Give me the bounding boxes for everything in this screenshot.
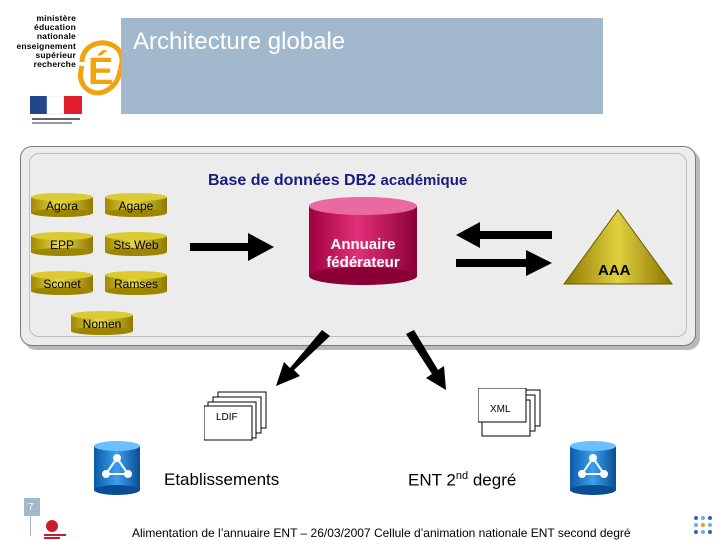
source-stsweb: Sts.Web (104, 231, 168, 257)
annuaire-label: Annuaire fédérateur (308, 236, 418, 272)
document-stack-icon (477, 387, 541, 437)
source-agape: Agape (104, 192, 168, 218)
annuaire-federateur: Annuaire fédérateur (308, 196, 418, 286)
db2-title-suffix: académique (380, 172, 468, 189)
database-network-icon (94, 441, 140, 495)
footer-text: Alimentation de l’annuaire ENT – 26/03/2… (132, 526, 631, 540)
db2-title-main: Base de données DB2 (208, 172, 377, 189)
annuaire-line1: Annuaire (330, 236, 396, 253)
ent-label: ENT 2nd degré (408, 470, 516, 491)
logo-line: éducation (34, 22, 76, 33)
logo-line: enseignement (16, 40, 76, 51)
arrow-down-right-icon (406, 330, 446, 390)
cylinder-icon (31, 193, 93, 217)
source-label: Agora (45, 199, 79, 213)
ministry-logo-text: ministère éducation nationale enseigneme… (10, 13, 76, 70)
republic-flag-icon (30, 96, 82, 124)
page-number: 7 (28, 502, 34, 513)
academy-logo-icon (44, 520, 66, 539)
source-ramses: Ramses (104, 270, 168, 296)
footer-divider (30, 516, 31, 536)
aaa-label: AAA (598, 262, 631, 279)
cylinder-icon (105, 193, 167, 217)
dotted-grid-logo-icon (694, 516, 712, 534)
cylinder-icon (71, 311, 133, 335)
source-sconet: Sconet (30, 270, 94, 296)
source-label: Agape (118, 199, 154, 213)
ldif-label: LDIF (216, 412, 238, 423)
database-network-icon (570, 441, 616, 495)
source-label: Nomen (82, 317, 122, 331)
source-label: Ramses (113, 277, 158, 291)
source-agora: Agora (30, 192, 94, 218)
logo-letter: É (88, 49, 113, 93)
cylinder-icon (105, 232, 167, 256)
cylinder-icon (309, 197, 417, 285)
e-letter-logo-icon: É (77, 40, 125, 96)
annuaire-line2: fédérateur (326, 254, 400, 271)
logo-line: supérieur (35, 49, 76, 60)
logo-line: nationale (36, 31, 76, 42)
ent-label-end: degré (468, 470, 517, 490)
ldif-document: LDIF (203, 390, 268, 442)
arrow-down-left-icon (276, 330, 330, 386)
cylinder-icon (31, 271, 93, 295)
ent-label-sup: nd (455, 470, 469, 482)
db2-panel-inner-border (29, 153, 687, 337)
source-label: EPP (49, 238, 74, 252)
ent-label-main: ENT 2 (408, 470, 456, 490)
etablissements-label: Etablissements (164, 470, 280, 489)
source-epp: EPP (30, 231, 94, 257)
cylinder-icon (105, 271, 167, 295)
logo-line: recherche (33, 59, 76, 70)
page-number-box (24, 498, 40, 516)
triangle-icon (563, 209, 673, 285)
db2-title: Base de données DB2 académique (208, 172, 467, 190)
bidirectional-arrow-icon (456, 222, 552, 276)
source-label: Sts.Web (113, 238, 159, 252)
xml-document: XML (477, 387, 542, 440)
cylinder-icon (31, 232, 93, 256)
source-label: Sconet (43, 277, 81, 291)
page-title: Architecture globale (133, 28, 346, 55)
logo-line: ministère (36, 13, 76, 23)
title-bar: Architecture globale (121, 18, 603, 114)
document-stack-icon (203, 391, 267, 441)
source-nomen: Nomen (70, 310, 134, 336)
ministry-logo: ministère éducation nationale enseigneme… (10, 13, 125, 124)
arrow-right-icon (190, 233, 274, 261)
xml-label: XML (490, 404, 511, 415)
aaa-node: AAA (562, 208, 674, 286)
